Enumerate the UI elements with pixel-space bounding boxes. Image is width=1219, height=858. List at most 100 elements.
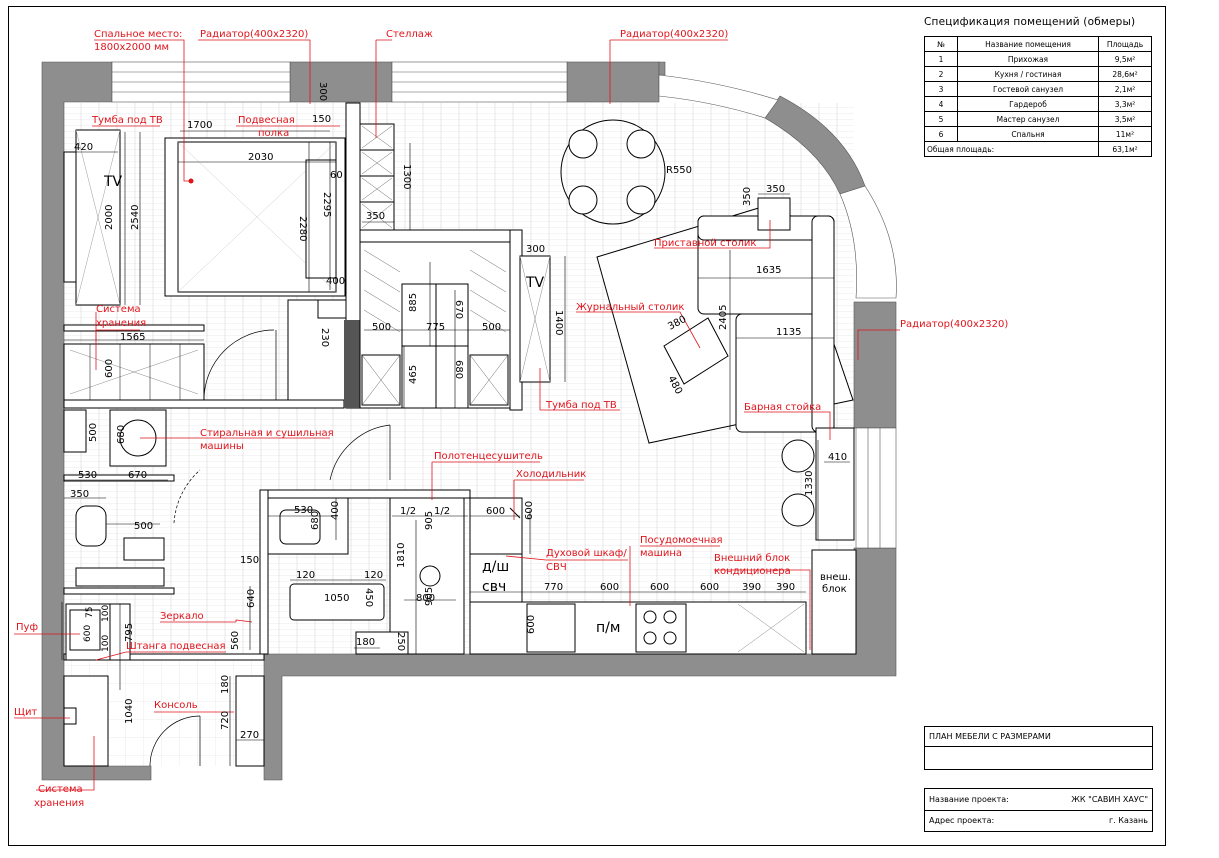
closet xyxy=(359,241,511,409)
dim-1400: 1400 xyxy=(553,310,564,335)
dim-1135: 1135 xyxy=(776,327,801,338)
dim-2030: 2030 xyxy=(248,152,273,163)
dim-180a: 180 xyxy=(356,637,375,648)
spec-cell-name: Мастер санузел xyxy=(957,111,1099,127)
label-panel: Щит xyxy=(14,707,37,718)
dim-390b: 390 xyxy=(776,582,795,593)
dim-905a: 905 xyxy=(424,511,435,530)
address-value: г. Казань xyxy=(1109,816,1148,825)
label-rod: Штанга подвесная xyxy=(126,641,226,652)
dim-640: 640 xyxy=(246,589,257,608)
label-tv-stand-left: Тумба под ТВ xyxy=(91,115,163,126)
side-table xyxy=(757,197,791,231)
dim-600b: 600 xyxy=(486,506,505,517)
dim-250: 250 xyxy=(395,632,406,651)
dim-230: 230 xyxy=(319,328,330,347)
spec-cell-name: Прихожая xyxy=(957,51,1099,67)
dim-410: 410 xyxy=(828,452,847,463)
dim-530a: 530 xyxy=(78,470,97,481)
master-bathroom xyxy=(267,497,465,655)
spec-title: Спецификация помещений (обмеры) xyxy=(924,16,1136,28)
mark-tv-left: TV xyxy=(103,174,123,190)
dim-350c: 350 xyxy=(742,187,753,206)
inner-walls xyxy=(63,102,523,661)
label-towel: Полотенцесушитель xyxy=(434,451,543,462)
spec-header-name: Название помещения xyxy=(957,36,1099,52)
dim-390a: 390 xyxy=(742,582,761,593)
dim-465: 465 xyxy=(408,365,419,384)
dim-770: 770 xyxy=(544,582,563,593)
spec-header-n: № xyxy=(924,36,958,52)
label-ac-1: Внешний блок xyxy=(714,553,790,564)
project-label: Название проекта: xyxy=(929,795,1009,804)
label-coffee-table: Журнальный столик xyxy=(576,302,684,313)
spec-cell-n: 3 xyxy=(924,81,958,97)
label-washer-1: Стиральная и сушильная xyxy=(200,428,334,439)
label-mirror: Зеркало xyxy=(160,611,204,622)
outer-walls xyxy=(41,61,897,781)
dim-600c: 600 xyxy=(524,501,535,520)
spec-cell-area: 3,5м² xyxy=(1098,111,1152,127)
dim-1635: 1635 xyxy=(756,265,781,276)
dim-120a: 120 xyxy=(296,570,315,581)
label-hanging-shelf-2: полка xyxy=(258,128,289,139)
dim-720: 720 xyxy=(220,711,231,730)
dim-500b: 500 xyxy=(482,322,501,333)
dim-150b: 150 xyxy=(240,555,259,566)
mark-dishwasher: п/м xyxy=(596,620,620,636)
label-bed: Спальное место: xyxy=(94,29,182,40)
spec-cell-n: 4 xyxy=(924,96,958,112)
dim-600g: 600 xyxy=(526,615,537,634)
label-shelving: Стеллаж xyxy=(386,29,433,40)
spec-cell-area: 2,1м² xyxy=(1098,81,1152,97)
windows xyxy=(111,61,897,549)
dim-2295: 2295 xyxy=(321,192,332,217)
dim-1810: 1810 xyxy=(396,543,407,568)
project-info-box: Название проекта: ЖК "САВИН ХАУС" Адрес … xyxy=(924,788,1153,832)
dim-450: 450 xyxy=(363,588,374,607)
tv-stand-left xyxy=(63,129,121,306)
dim-400a: 400 xyxy=(326,276,345,287)
label-storage-2: хранения xyxy=(96,318,146,329)
dim-795: 795 xyxy=(124,623,135,642)
label-pouf: Пуф xyxy=(16,622,38,633)
dim-600h: 600 xyxy=(83,625,93,642)
label-radiator-right-top: Радиатор(400х2320) xyxy=(620,29,728,40)
spec-total-label: Общая площадь: xyxy=(924,141,1099,157)
sheet-title: ПЛАН МЕБЕЛИ С РАЗМЕРАМИ xyxy=(929,732,1051,741)
label-bar: Барная стойка xyxy=(744,402,821,413)
dim-680c: 680 xyxy=(310,511,321,530)
project-value: ЖК "САВИН ХАУС" xyxy=(1071,795,1148,804)
dim-150: 150 xyxy=(312,114,331,125)
address-label: Адрес проекта: xyxy=(929,816,995,825)
dim-400b: 400 xyxy=(330,501,341,520)
doors xyxy=(149,329,391,767)
dining-table xyxy=(560,119,666,225)
dim-905b: 905 xyxy=(424,587,435,606)
dim-1330: 1330 xyxy=(804,471,815,496)
mark-radius: R550 xyxy=(666,165,692,176)
dim-800: 800 xyxy=(416,593,435,604)
dim-775: 775 xyxy=(426,322,445,333)
mark-oven-b: свч xyxy=(482,579,506,595)
label-dishwasher-2: машина xyxy=(640,548,682,559)
spec-total-row: Общая площадь: 63,1м² xyxy=(924,141,1152,157)
label-console: Консоль xyxy=(154,700,198,711)
shelving xyxy=(359,123,395,231)
label-storage-bottom-1: Система xyxy=(38,784,83,795)
label-storage-1: Система xyxy=(96,304,141,315)
spec-cell-area: 11м² xyxy=(1098,126,1152,142)
dim-180b: 180 xyxy=(220,675,231,694)
dim-270: 270 xyxy=(240,730,259,741)
dim-680b: 680 xyxy=(116,425,127,444)
dim-2000: 2000 xyxy=(104,205,115,230)
spec-header-area: Площадь xyxy=(1098,36,1152,52)
dim-half-a: 1/2 xyxy=(400,506,416,517)
spec-cell-n: 5 xyxy=(924,111,958,127)
